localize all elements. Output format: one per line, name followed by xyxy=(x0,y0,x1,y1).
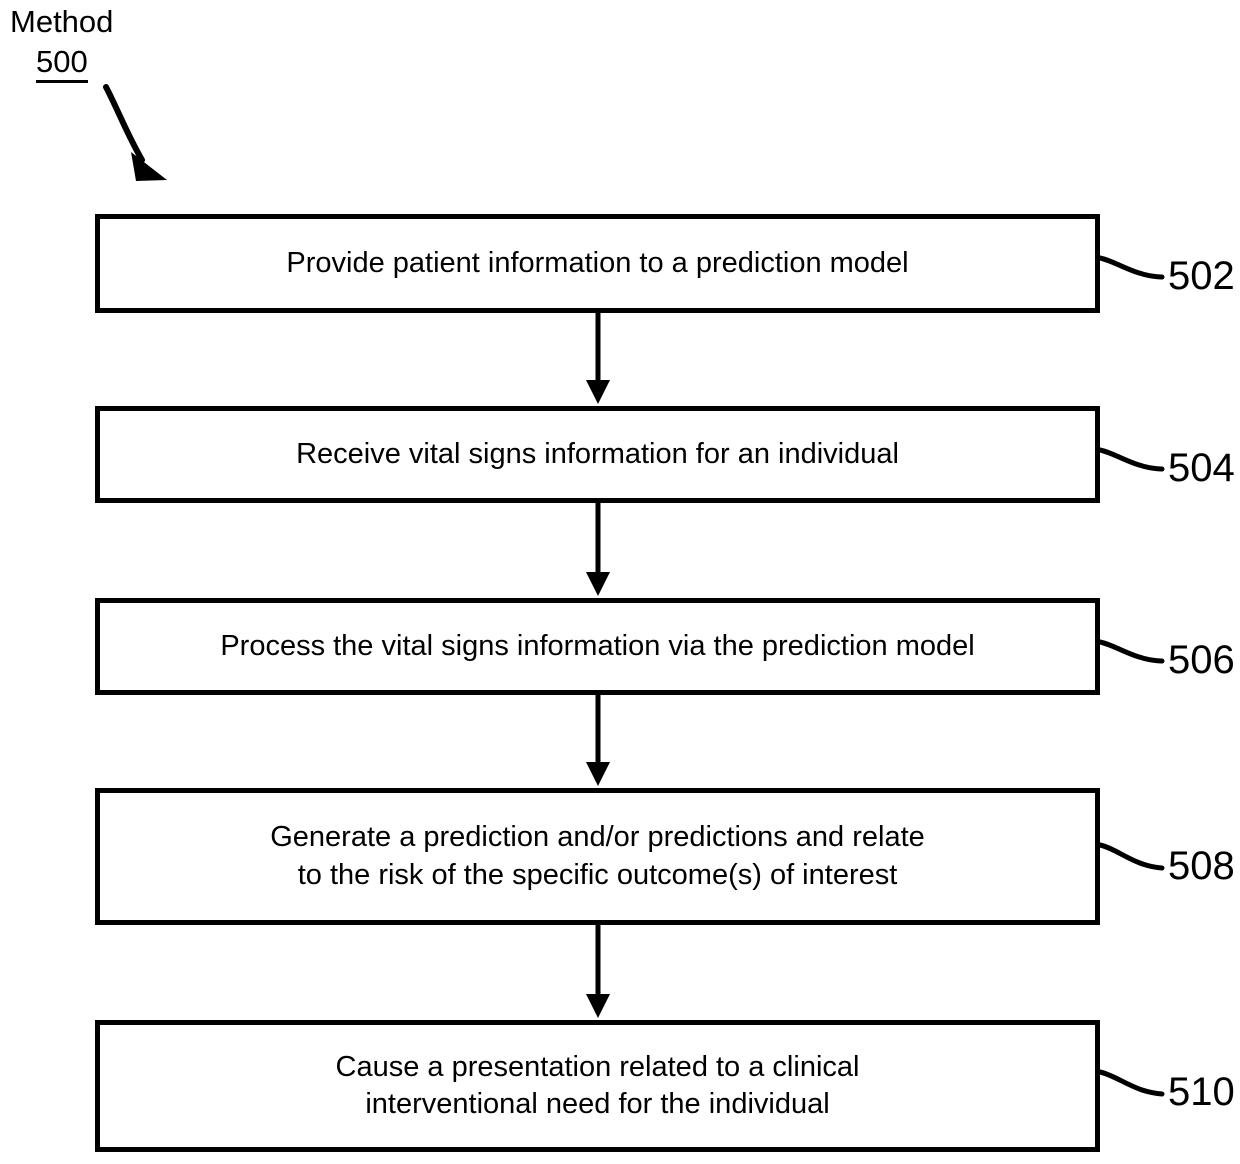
leader-line-504 xyxy=(1097,447,1165,472)
figure-reference-number: 500 xyxy=(36,45,88,83)
ref-numeral-504: 504 xyxy=(1168,446,1235,490)
leader-line-508 xyxy=(1097,842,1165,871)
ref-numeral-502: 502 xyxy=(1168,254,1235,298)
step-box-506[interactable]: Process the vital signs information via … xyxy=(95,598,1100,695)
step-box-510-label: Cause a presentation related to a clinic… xyxy=(335,1050,860,1120)
step-box-506-label: Process the vital signs information via … xyxy=(220,629,975,662)
connector-504-506 xyxy=(586,503,610,596)
leader-line-510 xyxy=(1097,1069,1165,1097)
step-box-504-label: Receive vital signs information for an i… xyxy=(296,437,899,470)
leader-line-502 xyxy=(1097,255,1165,280)
step-box-502-label: Provide patient information to a predict… xyxy=(286,246,909,279)
step-box-508-label: Generate a prediction and/or predictions… xyxy=(270,821,925,891)
step-box-510[interactable]: Cause a presentation related to a clinic… xyxy=(95,1020,1100,1152)
step-box-508[interactable]: Generate a prediction and/or predictions… xyxy=(95,788,1100,925)
leader-line-506 xyxy=(1097,639,1165,664)
curved-arrow-icon xyxy=(103,84,167,181)
ref-numeral-508: 508 xyxy=(1168,844,1235,888)
connector-508-510 xyxy=(586,925,610,1018)
ref-numeral-506: 506 xyxy=(1168,638,1235,682)
ref-numeral-510: 510 xyxy=(1168,1070,1235,1114)
step-box-502[interactable]: Provide patient information to a predict… xyxy=(95,214,1100,313)
step-box-504[interactable]: Receive vital signs information for an i… xyxy=(95,406,1100,503)
figure-caption-word: Method xyxy=(10,4,114,39)
connector-502-504 xyxy=(586,313,610,404)
connector-506-508 xyxy=(586,695,610,786)
